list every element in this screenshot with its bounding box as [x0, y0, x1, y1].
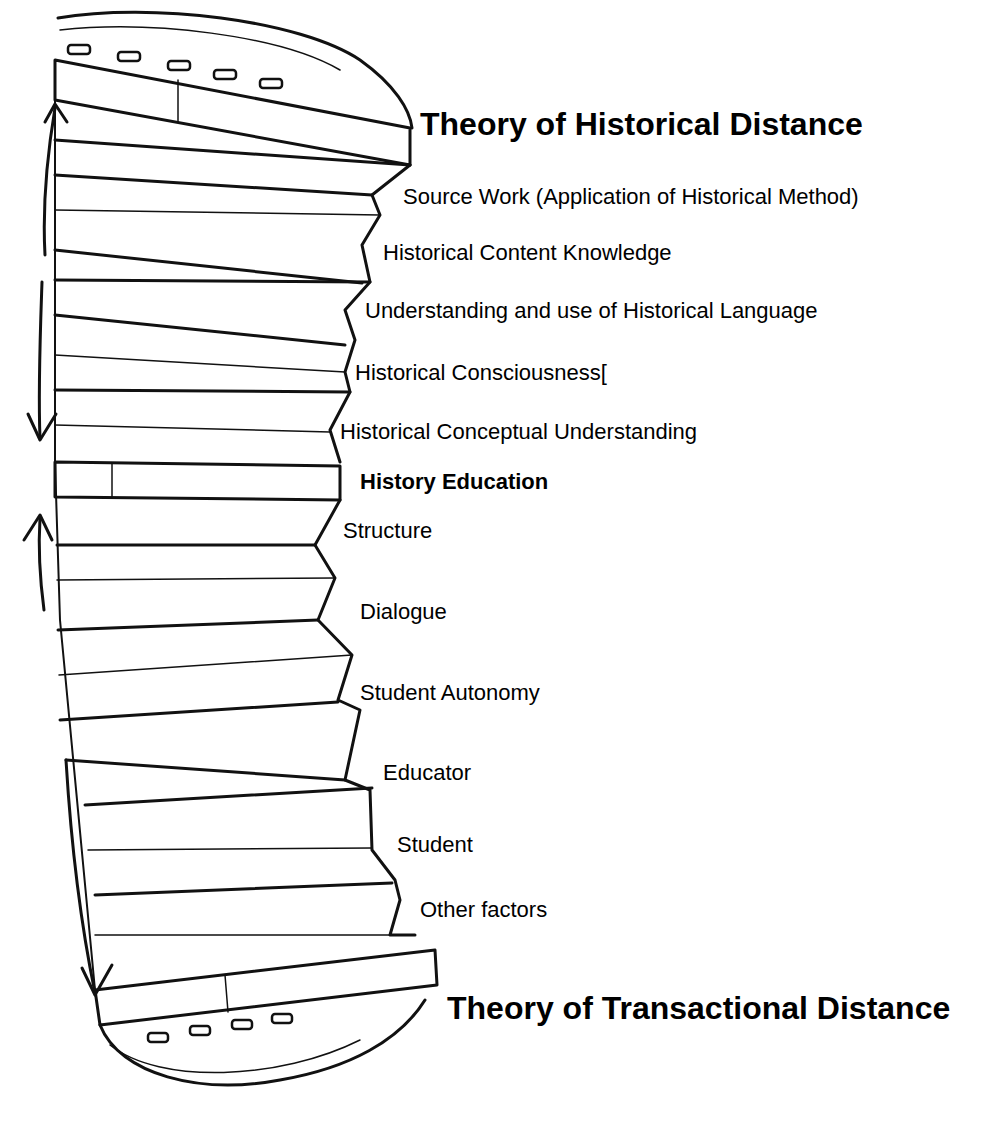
step-label: Other factors: [420, 897, 547, 922]
step-label: Source Work (Application of Historical M…: [403, 184, 859, 209]
step-label: Historical Conceptual Understanding: [340, 419, 697, 444]
step-label: Understanding and use of Historical Lang…: [365, 298, 818, 323]
step-label: Historical Consciousness[: [355, 360, 607, 385]
step-label: Dialogue: [360, 599, 447, 624]
heading-label: Theory of Historical Distance: [420, 106, 863, 143]
step-label: Historical Content Knowledge: [383, 240, 672, 265]
step-label: Structure: [343, 518, 432, 543]
step-label: Student Autonomy: [360, 680, 540, 705]
heading-label: Theory of Transactional Distance: [447, 990, 950, 1027]
step-label: Educator: [383, 760, 471, 785]
step-label: Student: [397, 832, 473, 857]
landing-label: History Education: [360, 469, 548, 494]
